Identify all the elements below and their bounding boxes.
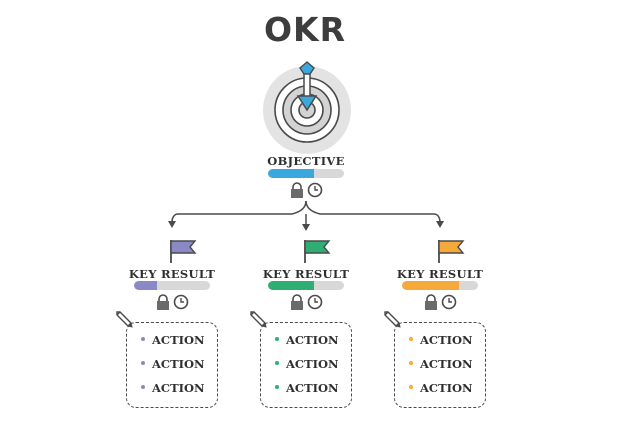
clock-icon [307,182,323,198]
action-label: ACTION [420,381,473,395]
bullet-icon [275,361,279,365]
lock-icon [157,294,169,310]
action-label: ACTION [420,357,473,371]
objective-progress-bar [268,169,344,178]
key-result-progress-bar [268,281,344,290]
action-item: ACTION [275,381,339,395]
lock-icon [291,182,303,198]
bullet-icon [141,361,145,365]
key-result-label: KEY RESULT [262,267,350,281]
key-result-label: KEY RESULT [128,267,216,281]
key-result-label: KEY RESULT [396,267,484,281]
objective-progress-fill [268,169,314,178]
clock-icon [173,294,189,310]
objective-label: OBJECTIVE [267,154,345,168]
key-result-status-icons [291,294,323,310]
action-label: ACTION [286,333,339,347]
action-box: ACTION ACTION ACTION [394,322,486,408]
action-item: ACTION [141,357,205,371]
key-result-status-icons [425,294,457,310]
lock-icon [291,294,303,310]
arrow-icon [296,61,318,112]
key-result-progress-bar [402,281,478,290]
lock-icon [425,294,437,310]
action-label: ACTION [152,333,205,347]
action-item: ACTION [409,357,473,371]
bullet-icon [409,337,413,341]
flag-icon [438,240,465,263]
key-result-progress-fill [268,281,314,290]
action-item: ACTION [409,333,473,347]
key-result-progress-bar [134,281,210,290]
bullet-icon [409,361,413,365]
diagram-title: OKR [263,10,347,49]
action-box: ACTION ACTION ACTION [260,322,352,408]
action-item: ACTION [141,333,205,347]
action-item: ACTION [409,381,473,395]
bullet-icon [409,385,413,389]
action-item: ACTION [141,381,205,395]
bullet-icon [141,337,145,341]
action-item: ACTION [275,357,339,371]
action-label: ACTION [286,381,339,395]
action-box: ACTION ACTION ACTION [126,322,218,408]
key-result-progress-fill [134,281,157,290]
bullet-icon [275,337,279,341]
action-label: ACTION [152,357,205,371]
action-label: ACTION [152,381,205,395]
key-result-status-icons [157,294,189,310]
action-label: ACTION [420,333,473,347]
target-icon [263,61,351,154]
objective-status-icons [291,182,323,198]
clock-icon [441,294,457,310]
action-label: ACTION [286,357,339,371]
bullet-icon [141,385,145,389]
bullet-icon [275,385,279,389]
clock-icon [307,294,323,310]
action-item: ACTION [275,333,339,347]
flag-icon [170,240,197,263]
flag-icon [304,240,331,263]
key-result-progress-fill [402,281,459,290]
